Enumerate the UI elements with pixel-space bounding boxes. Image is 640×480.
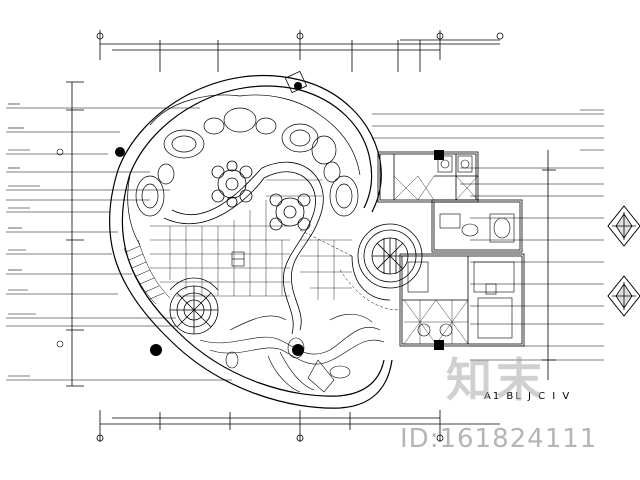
right-annotation-leaders	[372, 109, 604, 361]
stair-symbol	[231, 251, 245, 267]
inner-platform	[163, 161, 324, 335]
left-annotation-leaders	[6, 103, 232, 381]
watermark-logo-text: 知末	[446, 353, 546, 407]
section-marker-upper	[607, 205, 640, 247]
central-round-tables	[211, 160, 311, 231]
perimeter-booths	[127, 94, 361, 246]
room-tile-hatching	[393, 175, 479, 345]
structural-columns	[115, 82, 444, 356]
bar-approach-path	[299, 229, 401, 311]
lower-organic-forms	[199, 313, 385, 393]
drawing-caption: A1 BL J C I V	[484, 391, 572, 402]
right-rooms	[377, 151, 525, 347]
left-stairs	[123, 239, 171, 305]
bottom-dimension-line	[96, 410, 500, 442]
watermark-id: ID:161824111	[400, 424, 598, 454]
top-dimension-line	[96, 30, 504, 72]
outer-curved-wall	[108, 75, 393, 409]
lower-left-round-feature	[169, 277, 219, 335]
left-dimension-line	[66, 81, 84, 387]
room-fixtures	[407, 155, 515, 339]
roof-hatch-box	[284, 70, 308, 94]
floor-tile-grid	[150, 179, 352, 300]
section-marker-lower	[607, 275, 640, 317]
